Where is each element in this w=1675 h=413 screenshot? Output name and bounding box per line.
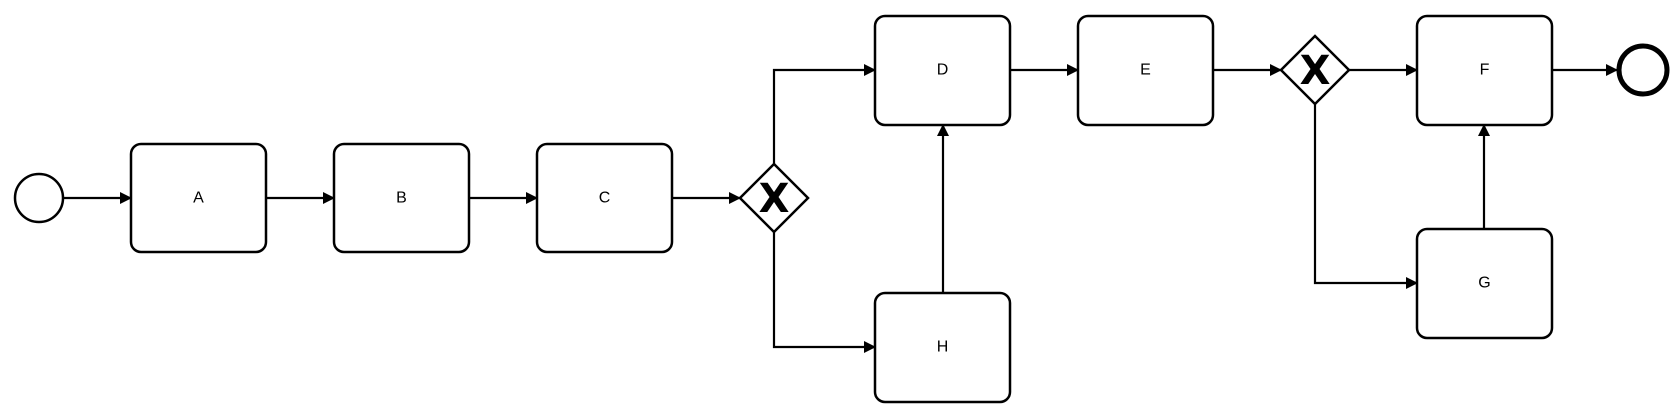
task-d[interactable]: D: [873, 14, 1012, 127]
exclusive-gateway-2[interactable]: X: [1279, 34, 1351, 106]
task-b-label: B: [396, 190, 407, 207]
gateway-2-x-icon: X: [1300, 48, 1331, 94]
task-b[interactable]: B: [332, 142, 471, 254]
task-a-label: A: [193, 190, 204, 207]
task-f-label: F: [1480, 62, 1490, 79]
start-event-icon[interactable]: [13, 172, 65, 224]
task-e[interactable]: E: [1076, 14, 1215, 127]
sequence-flows: [64, 64, 1618, 353]
task-g-label: G: [1478, 275, 1490, 292]
task-g[interactable]: G: [1415, 227, 1554, 340]
task-f[interactable]: F: [1415, 14, 1554, 127]
task-c-label: C: [599, 190, 611, 207]
task-c[interactable]: C: [535, 142, 674, 254]
flow-gateway-1-to-h[interactable]: [772, 232, 876, 353]
flow-gateway-2-to-g[interactable]: [1313, 104, 1418, 289]
task-h-label: H: [937, 339, 949, 356]
end-event-icon[interactable]: [1616, 43, 1670, 97]
gateway-1-x-icon: X: [759, 176, 790, 222]
task-h[interactable]: H: [873, 291, 1012, 404]
exclusive-gateway-1[interactable]: X: [738, 162, 810, 234]
flow-gateway-1-to-d[interactable]: [772, 64, 876, 164]
task-e-label: E: [1140, 62, 1151, 79]
task-d-label: D: [937, 62, 949, 79]
task-a[interactable]: A: [129, 142, 268, 254]
